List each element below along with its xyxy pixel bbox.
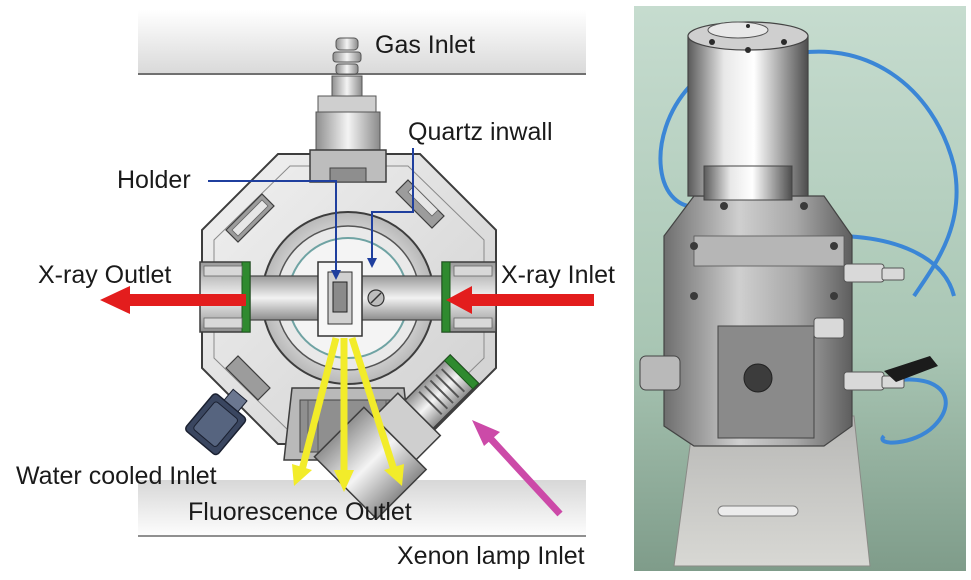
fluorescence-outlet-label: Fluorescence Outlet: [188, 498, 412, 526]
cell-schematic: [100, 10, 594, 538]
xenon-lamp-inlet-label: Xenon lamp Inlet: [397, 542, 585, 570]
xray-inlet-label: X-ray Inlet: [501, 261, 615, 289]
central-chamber: [243, 211, 453, 385]
photo-base-plate: [673, 415, 871, 567]
cell-photograph: [634, 6, 966, 571]
xenon-lamp-arrow: [472, 420, 563, 517]
xray-outlet-arrow: [100, 286, 246, 314]
xray-outlet-label: X-ray Outlet: [38, 261, 172, 289]
xray-inlet-arrow: [446, 286, 594, 314]
holder-label: Holder: [117, 166, 191, 194]
quartz-leader-arrowhead: [367, 258, 377, 268]
holder-leader-arrowhead: [331, 270, 341, 280]
gas-inlet-fitting: [315, 37, 381, 155]
quartz-leader-line: [371, 148, 414, 262]
gas-inlet-label: Gas Inlet: [375, 31, 476, 59]
quartz-inwall-label: Quartz inwall: [408, 118, 553, 146]
fluorescence-arrows: [292, 336, 404, 492]
holder-leader-line: [208, 180, 337, 274]
top-frame: [138, 10, 586, 74]
water-cooled-fitting: [185, 388, 248, 456]
water-cooled-inlet-label: Water cooled Inlet: [16, 462, 217, 490]
